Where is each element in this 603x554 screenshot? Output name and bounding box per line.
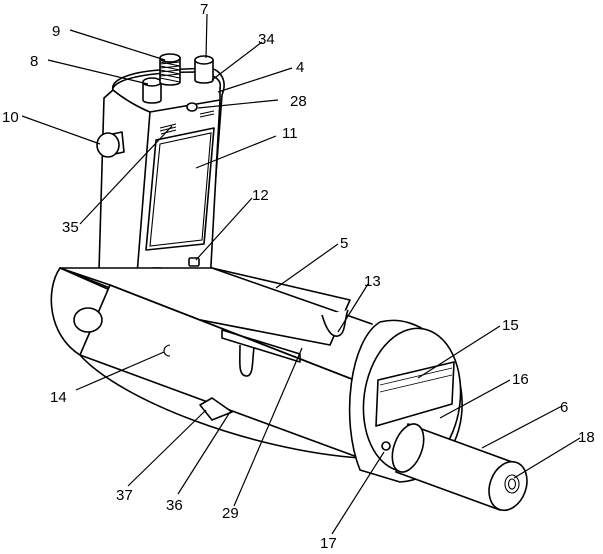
label-6: 6 (560, 399, 568, 416)
end-cap (74, 308, 102, 332)
label-28: 28 (290, 93, 307, 110)
label-9: 9 (52, 23, 60, 40)
label-29: 29 (222, 505, 239, 522)
stud-8 (143, 78, 161, 103)
stud-7 (195, 56, 213, 83)
hole-17 (382, 442, 390, 450)
probe-shaft (386, 420, 533, 516)
label-35: 35 (62, 219, 79, 236)
label-36: 36 (166, 497, 183, 514)
label-10: 10 (2, 109, 19, 126)
label-13: 13 (364, 273, 381, 290)
label-11: 11 (282, 125, 298, 142)
label-5: 5 (340, 235, 348, 252)
spring-9 (160, 54, 180, 85)
label-8: 8 (30, 53, 38, 70)
label-34: 34 (258, 31, 275, 48)
base-bracket (51, 268, 380, 458)
label-37: 37 (116, 487, 133, 504)
label-16: 16 (512, 371, 529, 388)
display-screen (146, 128, 214, 250)
knob-10 (97, 132, 124, 157)
label-18: 18 (578, 429, 595, 446)
label-12: 12 (252, 187, 269, 204)
label-14: 14 (50, 389, 67, 406)
indicator-28 (187, 103, 197, 111)
label-7: 7 (200, 1, 208, 18)
label-4: 4 (296, 59, 304, 76)
label-17: 17 (320, 535, 337, 552)
label-15: 15 (502, 317, 519, 334)
